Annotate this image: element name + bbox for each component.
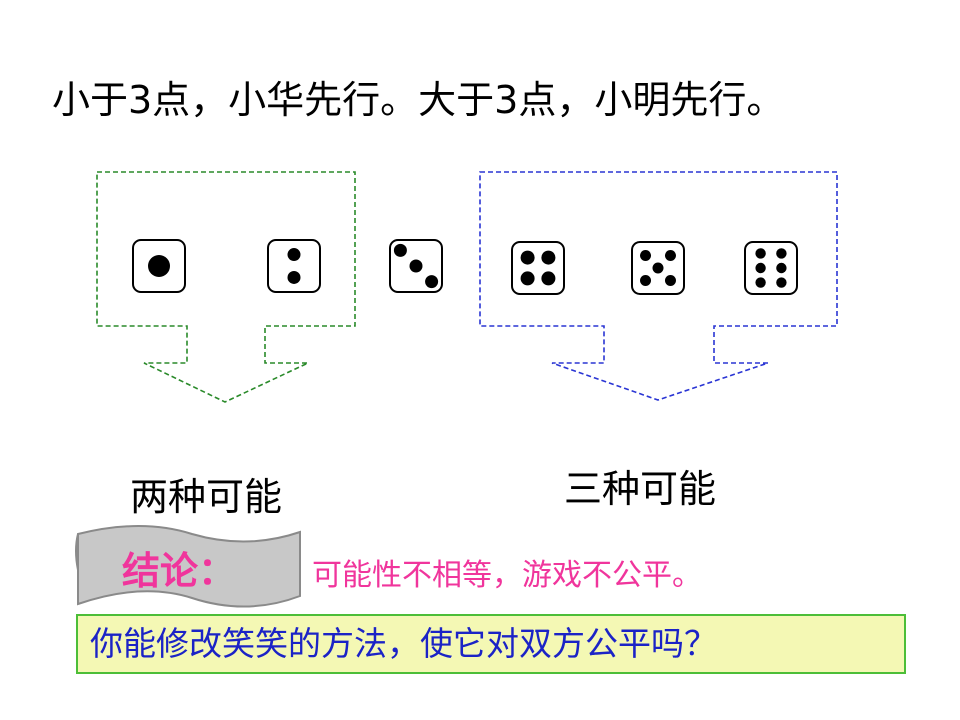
die-pip — [541, 250, 556, 265]
die-pip — [652, 262, 664, 274]
die-pip — [776, 248, 787, 259]
die-face-6 — [744, 241, 798, 295]
die-outline — [744, 241, 798, 295]
conclusion-text: 可能性不相等，游戏不公平。 — [312, 558, 702, 593]
die-face-3 — [389, 239, 443, 293]
conclusion-banner — [75, 525, 301, 608]
die-pip — [425, 275, 439, 289]
die-pip — [664, 250, 676, 262]
left-group-bracket-arrow — [96, 171, 356, 403]
right-group-caption: 三种可能 — [564, 467, 717, 511]
die-pip — [755, 277, 766, 288]
die-face-5 — [631, 241, 685, 295]
die-pip — [409, 259, 423, 273]
left-group-caption: 两种可能 — [130, 475, 283, 519]
die-pip — [287, 248, 301, 262]
die-pip — [776, 262, 787, 274]
die-pip — [664, 274, 676, 286]
die-pip — [776, 277, 787, 288]
die-face-2 — [267, 239, 321, 293]
question-box: 你能修改笑笑的方法，使它对双方公平吗？ — [76, 614, 906, 674]
die-pip — [520, 271, 535, 286]
die-outline — [511, 241, 565, 295]
die-outline — [267, 239, 321, 293]
die-pip — [520, 250, 535, 265]
die-pip — [755, 262, 766, 274]
die-pip — [393, 243, 407, 257]
die-pip — [287, 270, 301, 284]
die-face-1 — [132, 239, 186, 293]
slide-title: 小于3点，小华先行。大于3点，小明先行。 — [52, 78, 785, 122]
die-pip — [148, 255, 170, 277]
conclusion-label: 结论： — [122, 549, 237, 593]
question-text: 你能修改笑笑的方法，使它对双方公平吗？ — [90, 624, 717, 663]
die-pip — [640, 274, 652, 286]
die-pip — [640, 250, 652, 262]
die-pip — [755, 248, 766, 259]
die-face-4 — [511, 241, 565, 295]
dice-layer — [132, 239, 798, 295]
die-pip — [541, 271, 556, 286]
